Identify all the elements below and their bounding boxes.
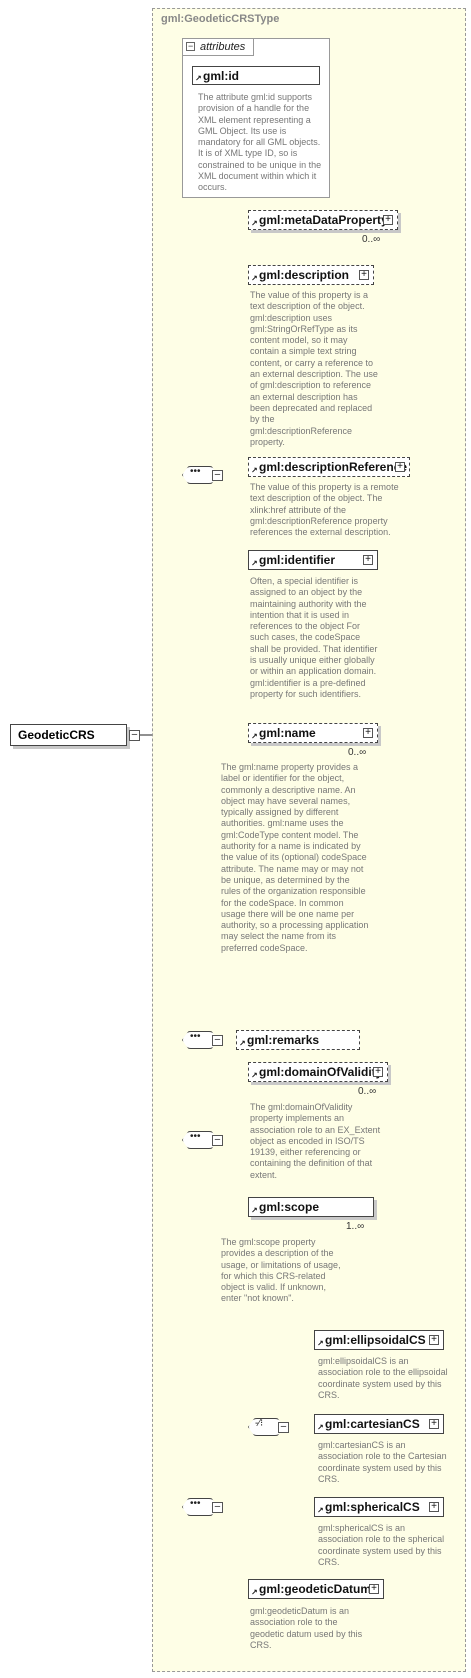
element-name: gml:metaDataProperty: [259, 213, 388, 227]
attributes-group: [182, 38, 330, 198]
complex-type-frame: gml:GeodeticCRSType: [152, 8, 466, 1672]
attribute-description: The attribute gml:id supports provision …: [198, 92, 322, 193]
element-documentation: The gml:scope property provides a descri…: [221, 1237, 341, 1304]
element-documentation: Often, a special identifier is assigned …: [250, 576, 378, 699]
attributes-label: attributes: [200, 41, 246, 53]
element-spherical-cs[interactable]: ↗ gml:sphericalCS +: [314, 1497, 444, 1517]
element-name: gml:sphericalCS: [325, 1500, 420, 1514]
occurrence-label: 1..∞: [346, 1221, 365, 1232]
collapse-icon[interactable]: −: [278, 1422, 289, 1433]
expand-icon[interactable]: +: [369, 1584, 379, 1594]
attribute-gml-id[interactable]: ↗ gml:id: [192, 66, 320, 85]
collapse-icon[interactable]: −: [129, 730, 140, 741]
reference-arrow-icon: ↗: [317, 1339, 324, 1348]
expand-icon[interactable]: +: [429, 1502, 439, 1512]
type-name: gml:GeodeticCRSType: [161, 13, 280, 25]
root-element-label: GeodeticCRS: [18, 728, 95, 742]
reference-arrow-icon: ↗: [251, 732, 258, 741]
element-documentation: The gml:domainOfValidity property implem…: [250, 1102, 381, 1180]
element-remarks[interactable]: ↗ gml:remarks: [236, 1030, 360, 1050]
reference-arrow-icon: ↗: [251, 219, 258, 228]
choice-icon: -⁄⁝: [255, 1418, 264, 1429]
element-name: gml:domainOfValidity: [259, 1065, 383, 1079]
element-documentation: gml:sphericalCS is an association role t…: [318, 1523, 445, 1567]
reference-arrow-icon: ↗: [195, 74, 202, 83]
collapse-icon[interactable]: −: [212, 470, 223, 481]
expand-icon[interactable]: +: [395, 462, 405, 472]
reference-arrow-icon: ↗: [251, 1588, 258, 1597]
element-description-reference[interactable]: ↗ gml:descriptionReference +: [248, 457, 410, 477]
sequence-icon: •••: [190, 1031, 201, 1042]
element-name: gml:remarks: [247, 1033, 320, 1047]
reference-arrow-icon: ↗: [251, 1206, 258, 1215]
reference-arrow-icon: ↗: [317, 1423, 324, 1432]
attributes-tab[interactable]: − attributes: [182, 38, 254, 56]
reference-arrow-icon: ↗: [239, 1039, 246, 1048]
reference-arrow-icon: ↗: [317, 1506, 324, 1515]
sequence-icon: •••: [190, 466, 201, 477]
reference-arrow-icon: ↗: [251, 274, 258, 283]
element-name: gml:name: [259, 726, 316, 740]
element-name-property[interactable]: ↗ gml:name +: [248, 723, 378, 743]
expand-icon[interactable]: +: [363, 728, 373, 738]
element-documentation: gml:cartesianCS is an association role t…: [318, 1440, 447, 1484]
collapse-icon[interactable]: −: [212, 1502, 223, 1513]
element-documentation: The value of this property is a text des…: [250, 290, 378, 447]
element-cartesian-cs[interactable]: ↗ gml:cartesianCS +: [314, 1414, 444, 1434]
reference-arrow-icon: ↗: [251, 1071, 258, 1080]
root-element-geodetic-crs[interactable]: GeodeticCRS: [10, 724, 127, 746]
attribute-name: gml:id: [203, 69, 239, 83]
sequence-icon: •••: [190, 1131, 201, 1142]
reference-arrow-icon: ↗: [251, 466, 258, 475]
element-documentation: gml:geodeticDatum is an association role…: [250, 1606, 363, 1650]
element-documentation: The gml:name property provides a label o…: [221, 762, 369, 953]
expand-icon[interactable]: +: [359, 270, 369, 280]
collapse-icon[interactable]: −: [212, 1035, 223, 1046]
element-ellipsoidal-cs[interactable]: ↗ gml:ellipsoidalCS +: [314, 1330, 444, 1350]
element-name: gml:ellipsoidalCS: [325, 1333, 426, 1347]
expand-icon[interactable]: +: [429, 1419, 439, 1429]
element-documentation: The value of this property is a remote t…: [250, 482, 399, 538]
expand-icon[interactable]: +: [373, 1067, 383, 1077]
element-name: gml:identifier: [259, 553, 336, 567]
element-geodetic-datum[interactable]: ↗ gml:geodeticDatum +: [248, 1579, 384, 1599]
occurrence-label: 0..∞: [348, 747, 367, 758]
element-name: gml:description: [259, 268, 350, 282]
element-name: gml:scope: [259, 1200, 320, 1214]
element-scope[interactable]: ↗ gml:scope: [248, 1197, 374, 1217]
expand-icon[interactable]: +: [383, 215, 393, 225]
element-documentation: gml:ellipsoidalCS is an association role…: [318, 1356, 448, 1400]
element-name: gml:geodeticDatum: [259, 1582, 372, 1596]
element-domain-of-validity[interactable]: ↗ gml:domainOfValidity +: [248, 1062, 388, 1082]
element-name: gml:cartesianCS: [325, 1417, 420, 1431]
element-metadata-property[interactable]: ↗ gml:metaDataProperty +: [248, 210, 398, 230]
occurrence-label: 0..∞: [358, 1086, 377, 1097]
element-identifier[interactable]: ↗ gml:identifier +: [248, 550, 378, 570]
expand-icon[interactable]: +: [429, 1335, 439, 1345]
expand-icon[interactable]: +: [363, 555, 373, 565]
occurrence-label: 0..∞: [362, 234, 381, 245]
reference-arrow-icon: ↗: [251, 559, 258, 568]
element-description[interactable]: ↗ gml:description +: [248, 265, 374, 285]
collapse-icon[interactable]: −: [212, 1135, 223, 1146]
collapse-icon[interactable]: −: [186, 41, 195, 51]
sequence-icon: •••: [190, 1498, 201, 1509]
element-name: gml:descriptionReference: [259, 460, 408, 474]
